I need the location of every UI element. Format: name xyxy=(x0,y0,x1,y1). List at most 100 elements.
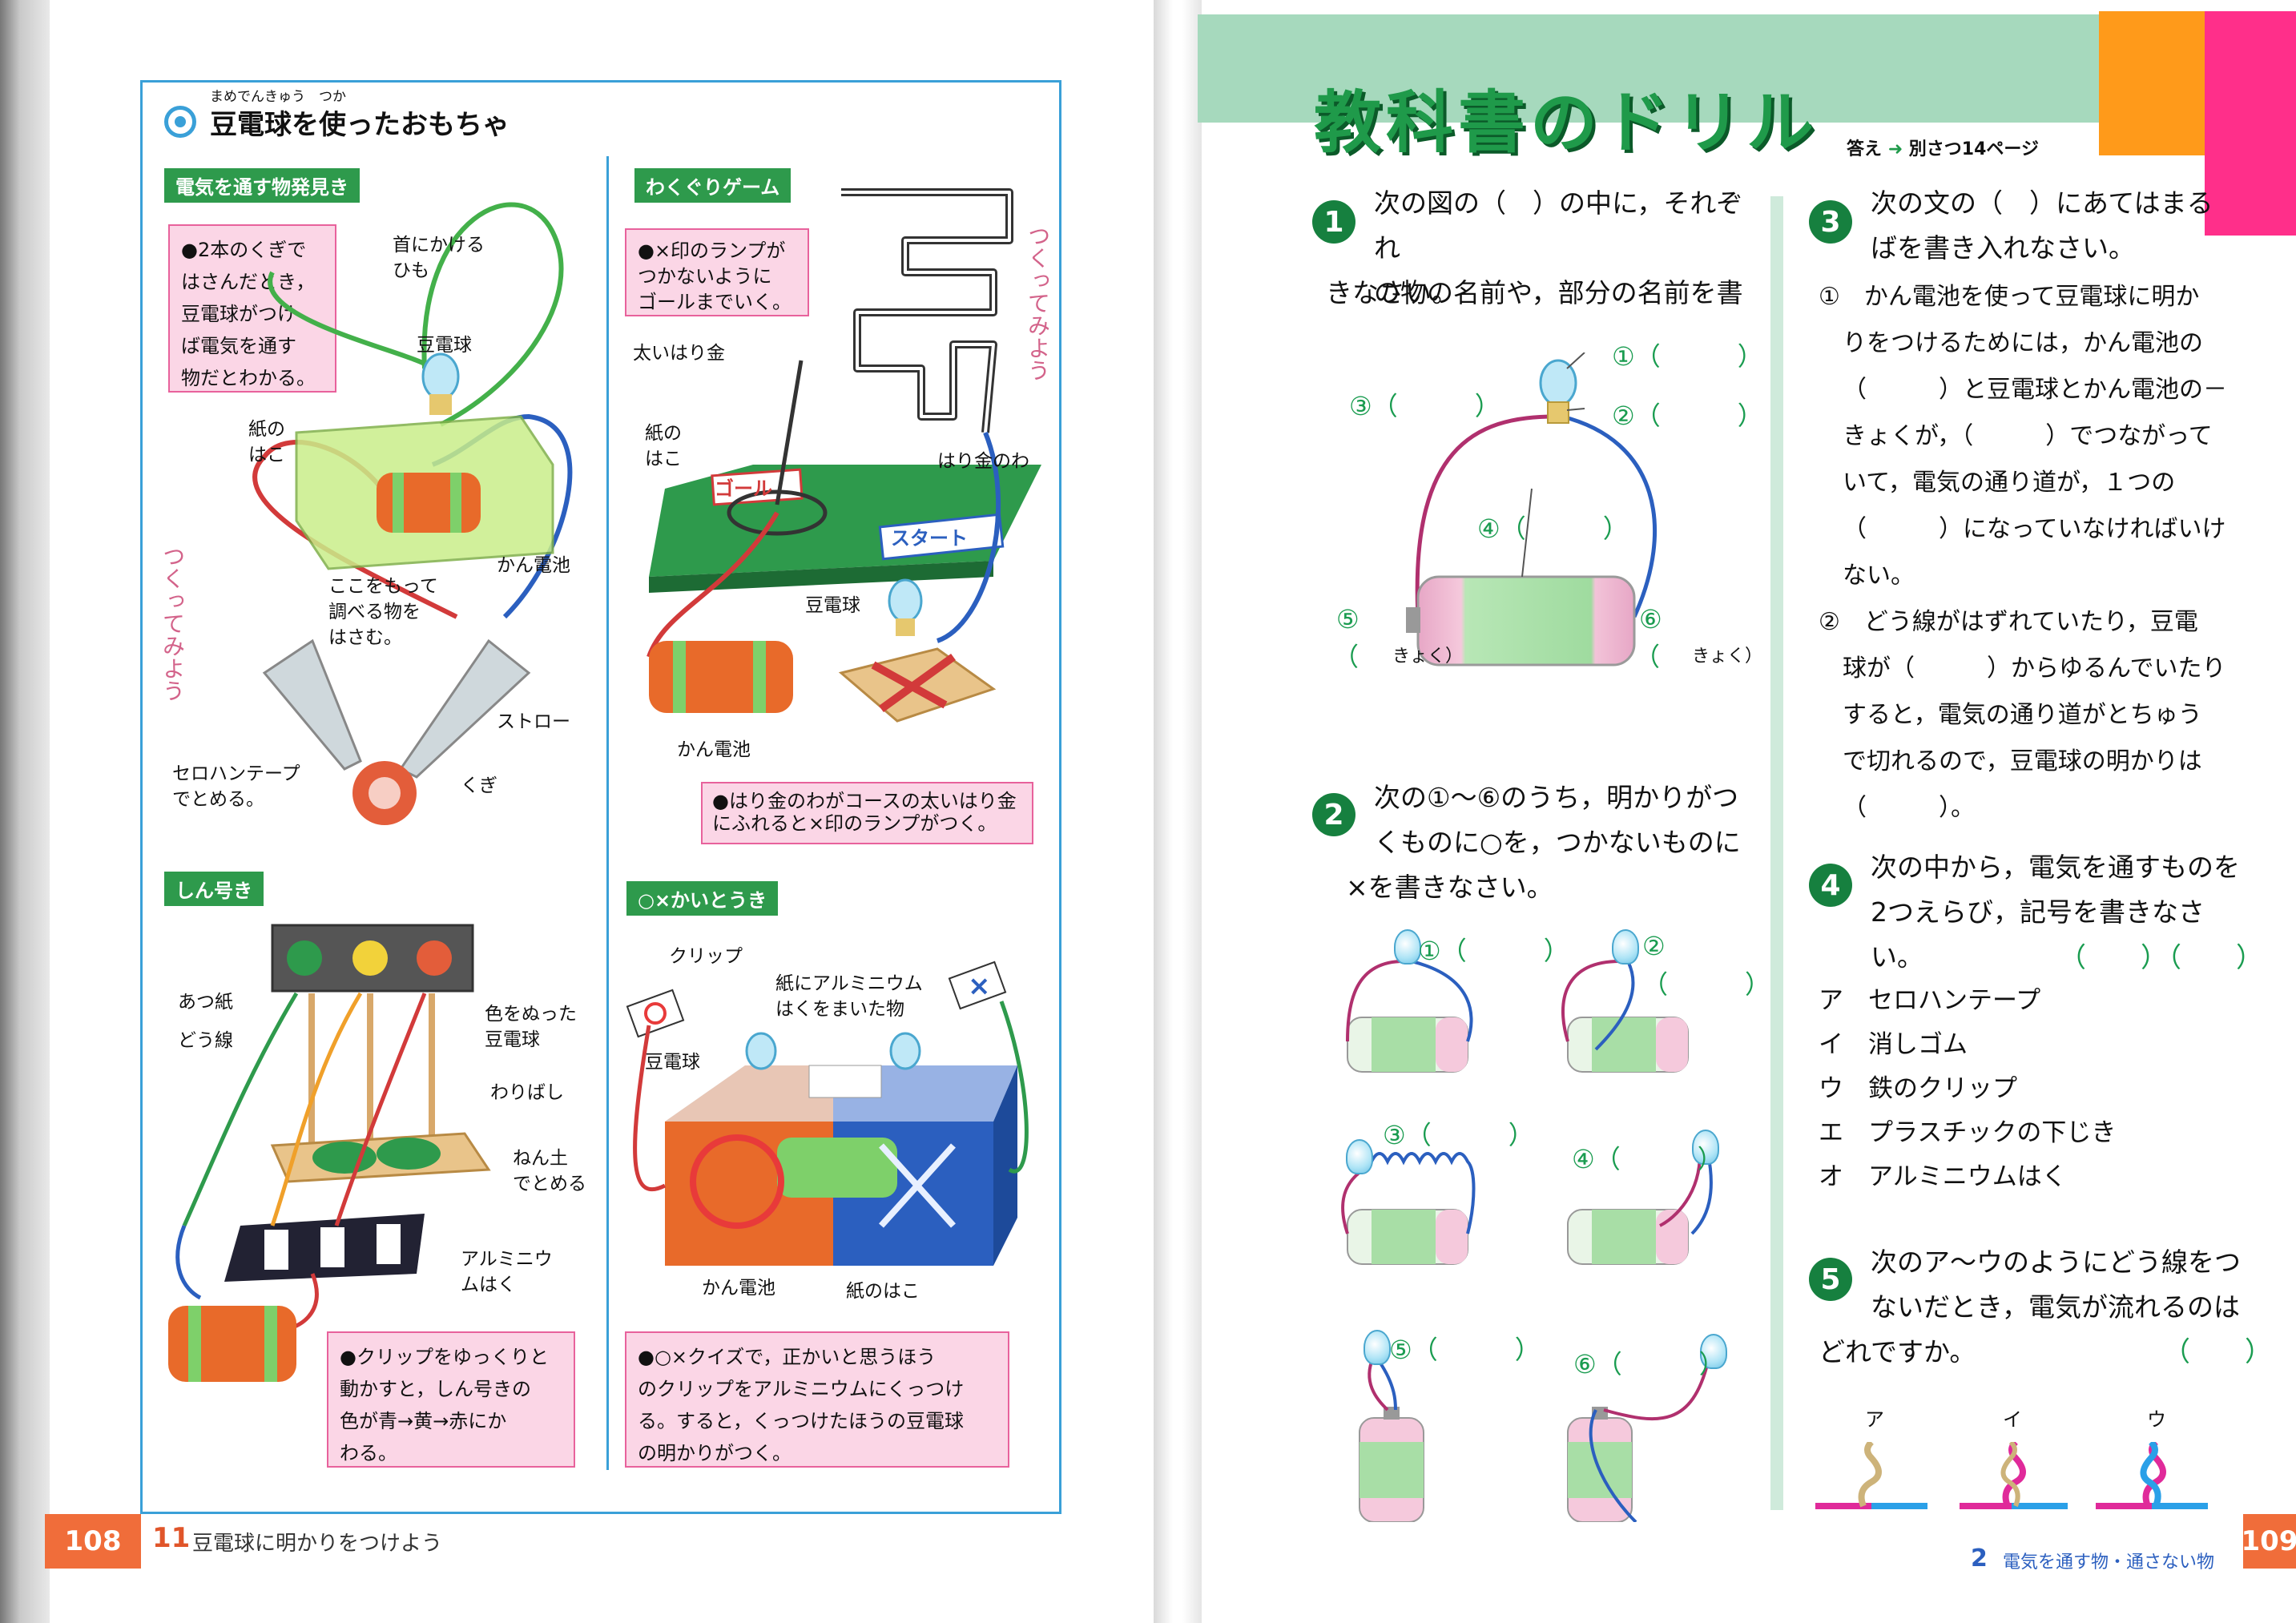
blank-q1-6[interactable]: （ xyxy=(1634,642,1661,672)
quiz-machine-illustration: × xyxy=(626,961,1029,1266)
unit-number: 11 xyxy=(152,1522,191,1554)
question-4-text: 次の中から，電気を通すものを 2つえらび，記号を書きなさい。 xyxy=(1871,845,2255,980)
wire-game-illustration xyxy=(647,188,1041,723)
note-line: 色が青→黄→赤にか xyxy=(340,1410,507,1432)
q-line: 2つえらび，記号を書きなさい。 xyxy=(1871,896,2205,973)
label-battery: かん電池 xyxy=(702,1278,775,1299)
q-line: の物の名前や，部分の名前を書 xyxy=(1374,277,1743,308)
bulb-icon xyxy=(1612,929,1639,965)
sticky-tab-pink xyxy=(2205,11,2296,236)
handwritten-note: つくってみよう xyxy=(1025,224,1051,381)
note-line: ●○×クイズで，正かいと思うほう xyxy=(638,1346,937,1368)
label-thick-paper: あつ紙 xyxy=(178,992,233,1013)
blank-q2-6[interactable]: ⑥（ ） xyxy=(1573,1349,1725,1379)
question-1-text: 次の図の（ ）の中に，それぞれ の物の名前や，部分の名前を書 xyxy=(1374,181,1758,316)
blank-q1-2[interactable]: ②（ ） xyxy=(1612,401,1763,431)
signal-illustration xyxy=(168,924,491,1382)
blank-q5[interactable]: （ ） xyxy=(2163,1336,2272,1368)
bulb-icon xyxy=(1700,1334,1727,1369)
label-bulb: 豆電球 xyxy=(417,335,472,356)
q-line: すると，電気の通り道がとちゅう xyxy=(1843,701,2202,729)
blank-q2-5[interactable]: ⑤（ ） xyxy=(1389,1335,1541,1365)
unit-title: 豆電球に明かりをつけよう xyxy=(192,1532,443,1556)
label-ring: はり金のわ xyxy=(937,451,1029,472)
note-line: 動かすと，しん号きの xyxy=(340,1378,532,1400)
column-divider xyxy=(1770,196,1783,1510)
page-number-right: 109 xyxy=(2242,1514,2296,1569)
blank-q2-2-num: ② xyxy=(1642,931,1666,961)
note-line: ●クリップをゆっくりと xyxy=(340,1346,549,1368)
label-foil: アルミニウ ムはく xyxy=(461,1249,553,1295)
bulb-icon xyxy=(1346,1139,1373,1174)
question-number-4: 4 xyxy=(1809,864,1852,907)
q-line: ないだとき，電気が流れるのは xyxy=(1871,1291,2241,1323)
blank-q1-6-num: ⑥ xyxy=(1639,604,1662,634)
q-line: 次の①～⑥のうち，明かりがつ xyxy=(1374,782,1739,813)
blank-q2-4[interactable]: ④（ ） xyxy=(1572,1144,1723,1174)
option-i-label: イ xyxy=(2003,1408,2022,1431)
blank-q4[interactable]: （ ）（ ） xyxy=(2059,942,2263,974)
label-box: 紙の はこ xyxy=(645,423,682,469)
question-number-2: 2 xyxy=(1312,793,1355,836)
note-line: のクリップをアルミニウムにくっつけ xyxy=(638,1378,965,1400)
label-bulb: 豆電球 xyxy=(805,595,860,616)
q-line: いて，電気の通り道が，１つの xyxy=(1843,469,2176,497)
label-box: 紙のはこ xyxy=(846,1281,920,1302)
blank-q1-5[interactable]: （ xyxy=(1333,642,1359,672)
start-label: スタート xyxy=(891,527,968,550)
q-line: きなさい。 xyxy=(1326,277,1458,308)
note-line: 物だとわかる。 xyxy=(181,367,316,389)
circuit-diagram-1 xyxy=(1406,352,1657,667)
page-number-left: 108 xyxy=(45,1514,141,1569)
note-line: にふれると×印のランプがつく。 xyxy=(712,812,997,835)
q-line: 次のア～ウのようにどう線をつ xyxy=(1871,1246,2241,1278)
blank-q2-1[interactable]: ①（ ） xyxy=(1418,936,1569,966)
option-a-label: ア xyxy=(1865,1408,1884,1431)
blank-q2-3[interactable]: ③（ ） xyxy=(1383,1120,1534,1150)
note-box-2b: ●はり金のわがコースの太いはり金 にふれると×印のランプがつく。 xyxy=(701,782,1033,844)
label-hold: ここをもって 調べる物を はさむ。 xyxy=(328,576,438,648)
bulb-icon xyxy=(1692,1130,1719,1165)
note-box-3: ●クリップをゆっくりと 動かすと，しん号きの 色が青→黄→赤にか わる。 xyxy=(327,1331,575,1468)
label-battery: かん電池 xyxy=(677,739,751,760)
twisted-wire-options xyxy=(1815,1442,2208,1509)
q-line[interactable]: （ ）と豆電球とかん電池の－ xyxy=(1843,376,2227,404)
q-line[interactable]: （ ）。 xyxy=(1843,794,1975,822)
pole-label: きょく） xyxy=(1392,646,1464,667)
blank-q1-3[interactable]: ③（ ） xyxy=(1349,391,1500,421)
question-3-text: 次の文の（ ）にあてはまる ばを書き入れなさい。 xyxy=(1871,181,2255,271)
choice-list: ア セロハンテープ イ 消しゴム ウ 鉄のクリップ エ プラスチックの下じき オ… xyxy=(1819,979,2116,1199)
q-line: 次の図の（ ）の中に，それぞれ xyxy=(1374,187,1743,264)
label-clay: ねん土 でとめる xyxy=(513,1148,586,1194)
label-box: 紙の はこ xyxy=(248,419,285,465)
choice-a: ア セロハンテープ xyxy=(1819,986,2041,1015)
blank-q1-1[interactable]: ①（ ） xyxy=(1612,341,1763,372)
q-line: 次の中から，電気を通すものを xyxy=(1871,852,2241,883)
q-line[interactable]: 球が（ ）からゆるんでいたり xyxy=(1843,654,2226,683)
toy-tester-illustration xyxy=(252,202,573,825)
x-mark-icon: × xyxy=(968,970,991,1002)
goal-label: ゴール xyxy=(715,477,772,500)
q-line[interactable]: きょくが，（ ）でつながって xyxy=(1843,422,2213,450)
handwritten-note: つくってみよう xyxy=(159,545,186,702)
answer-ref-label: 答え xyxy=(1847,139,1883,159)
note-line: ば電気を通す xyxy=(181,335,296,357)
question-number-3: 3 xyxy=(1809,200,1852,244)
answer-ref: 答え ➜ 別さつ14ページ xyxy=(1847,135,2039,160)
question-number-1: 1 xyxy=(1312,200,1355,244)
question-2-text: 次の①～⑥のうち，明かりがつ くものに○を，つかないものに xyxy=(1374,775,1758,865)
q-line[interactable]: （ ）になっていなければいけ xyxy=(1843,515,2226,543)
blank-q1-4[interactable]: ④（ ） xyxy=(1477,513,1629,544)
section-label-2: わくぐりゲーム xyxy=(634,168,792,203)
section-label-4: ○×かいとうき xyxy=(626,881,779,916)
label-thick-wire: 太いはり金 xyxy=(633,343,725,364)
label-clip: クリップ xyxy=(669,946,743,967)
q-line: りをつけるためには，かん電池の xyxy=(1843,329,2203,357)
q-line: ② どう線がはずれていたり，豆電 xyxy=(1819,608,2198,636)
choice-i: イ 消しゴム xyxy=(1819,1030,1968,1059)
sticky-tab-orange xyxy=(2099,11,2205,155)
column-divider xyxy=(606,156,609,1470)
chapter-title: 電気を通す物・通さない物 xyxy=(2003,1553,2215,1573)
blank-q2-2[interactable]: （ ） xyxy=(1642,969,1771,1000)
chapter-number: 2 xyxy=(1971,1544,1988,1573)
